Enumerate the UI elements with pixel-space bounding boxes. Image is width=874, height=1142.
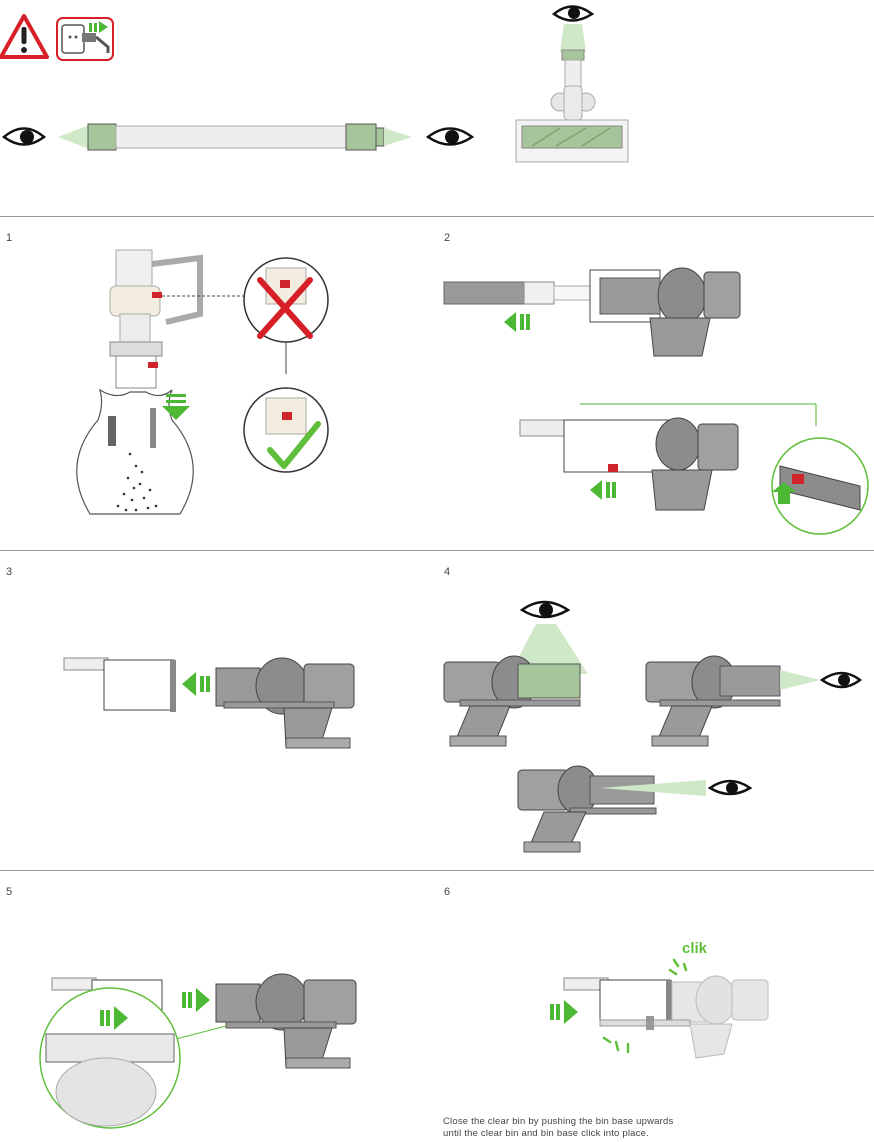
caption-line: Close the clear bin by pushing the bin b… xyxy=(443,1116,674,1127)
caption-line: until the clear bin and bin base click i… xyxy=(443,1128,649,1139)
arrow-icon xyxy=(182,672,210,696)
divider xyxy=(0,216,874,217)
step-number: 3 xyxy=(6,566,13,578)
arrow-icon xyxy=(590,480,616,500)
arrow-icon xyxy=(100,1006,128,1030)
warning-icon xyxy=(0,14,49,59)
step6-illustration xyxy=(550,958,769,1059)
step-number: 1 xyxy=(6,232,13,244)
check-icon xyxy=(267,421,321,469)
unplug-icon xyxy=(56,17,114,61)
step1-illustration xyxy=(76,249,329,515)
arrow-icon xyxy=(550,1000,578,1024)
divider xyxy=(0,870,874,871)
eye-icon xyxy=(519,600,571,619)
step-number: 5 xyxy=(6,886,13,898)
eye-icon xyxy=(551,5,595,22)
cross-icon xyxy=(257,277,313,339)
step6-caption: Close the clear bin by pushing the bin b… xyxy=(443,1116,743,1140)
step5-illustration xyxy=(39,973,357,1129)
arrow-icon xyxy=(504,312,530,332)
eye-icon xyxy=(819,671,863,689)
wand-illustration xyxy=(1,123,475,151)
click-sound-label: clik xyxy=(682,940,708,957)
arrow-icon xyxy=(182,988,210,1012)
step2-illustration xyxy=(443,267,869,535)
cleaner-head-illustration xyxy=(515,5,629,163)
eye-icon xyxy=(425,127,475,146)
eye-icon xyxy=(707,779,753,796)
debris xyxy=(116,452,158,512)
divider xyxy=(0,550,874,551)
step-number: 4 xyxy=(444,566,451,578)
eye-icon xyxy=(1,127,47,146)
step-number: 6 xyxy=(444,886,451,898)
step3-illustration xyxy=(63,657,355,749)
step4-illustration xyxy=(443,600,863,853)
step-number: 2 xyxy=(444,232,451,244)
arrow-icon xyxy=(162,394,190,420)
